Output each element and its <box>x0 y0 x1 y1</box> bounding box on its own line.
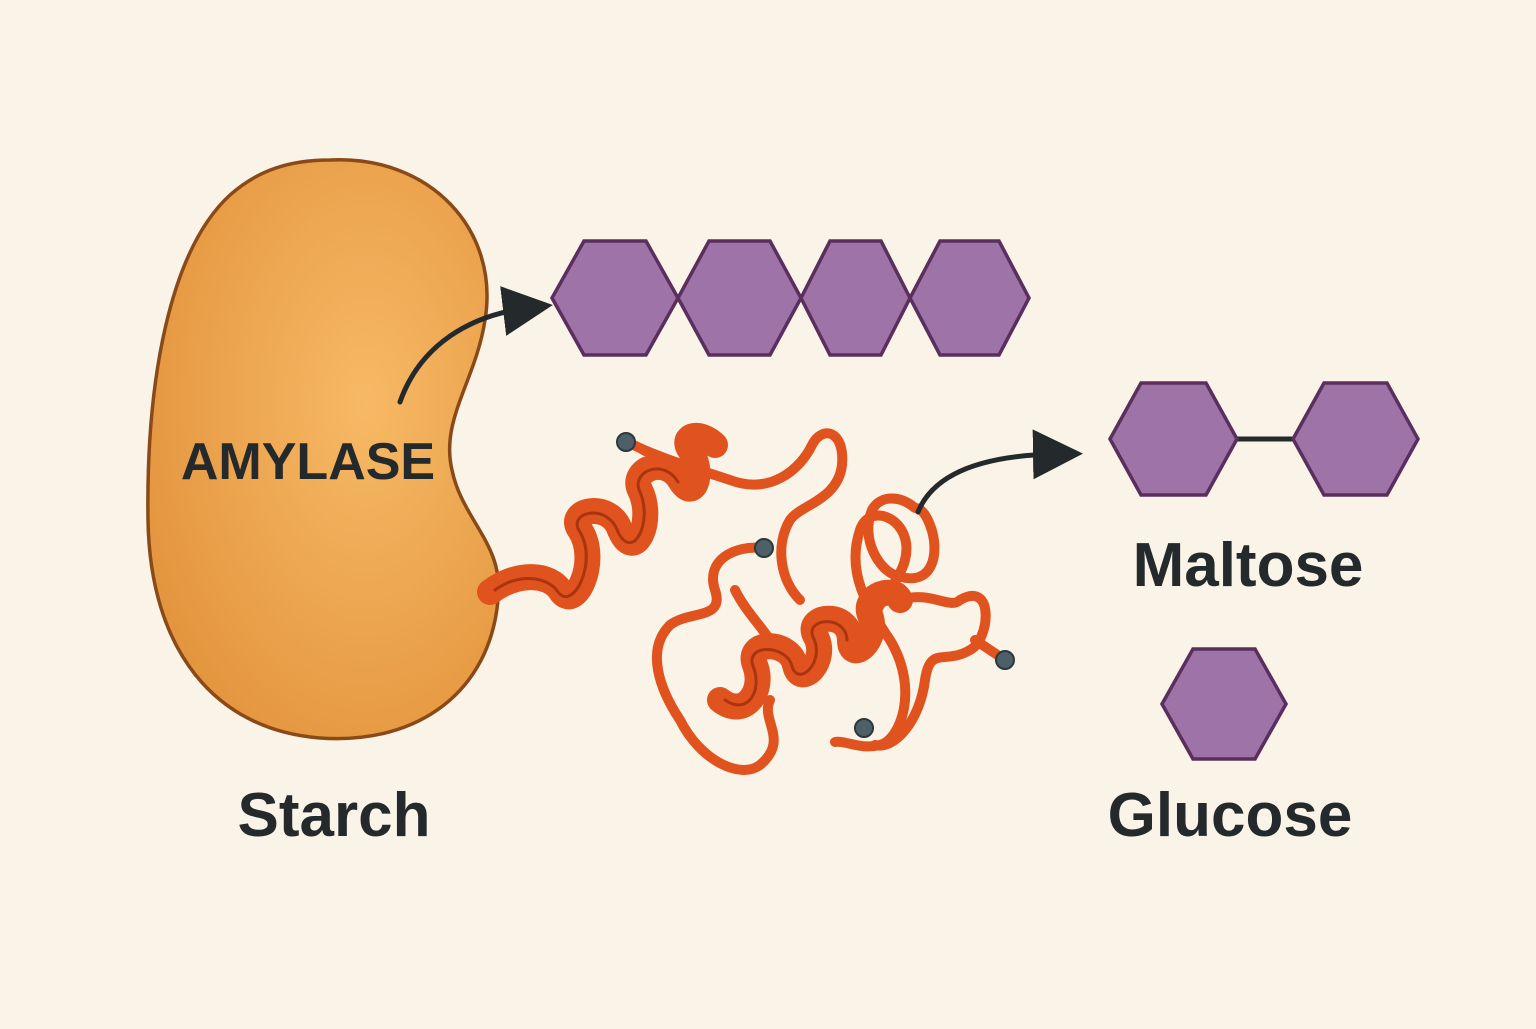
atom-cap <box>616 432 636 452</box>
protein-loop <box>863 493 940 584</box>
atom-cap <box>754 538 774 558</box>
starch-chain <box>549 239 1031 357</box>
maltose-molecule <box>1107 381 1421 497</box>
starch-glucose-unit <box>799 239 912 357</box>
enzyme-to-starch-arrow <box>397 286 553 405</box>
protein-loop <box>623 428 848 605</box>
maltose-glucose-unit <box>1107 381 1240 497</box>
protein-helix-shading <box>493 467 680 598</box>
protein-loop <box>730 585 775 645</box>
starch-glucose-unit <box>908 239 1031 357</box>
protein-loop <box>870 591 991 751</box>
glucose-molecule <box>1159 647 1289 761</box>
starch-glucose-unit <box>676 239 803 357</box>
starch-glucose-unit <box>549 239 681 357</box>
protein-loop <box>651 542 779 775</box>
glucose-label: Glucose <box>1108 781 1353 850</box>
maltose-glucose-unit <box>1290 381 1421 497</box>
maltose-label: Maltose <box>1133 531 1364 600</box>
atom-cap <box>995 650 1015 670</box>
protein-helix-shading <box>723 620 849 707</box>
protein-to-maltose-arrow <box>915 429 1083 515</box>
protein-helix <box>707 579 913 720</box>
enzyme-label: AMYLASE <box>181 433 435 491</box>
starch-label: Starch <box>238 781 431 850</box>
protein-ribbon <box>477 423 1015 775</box>
atom-cap <box>854 718 874 738</box>
